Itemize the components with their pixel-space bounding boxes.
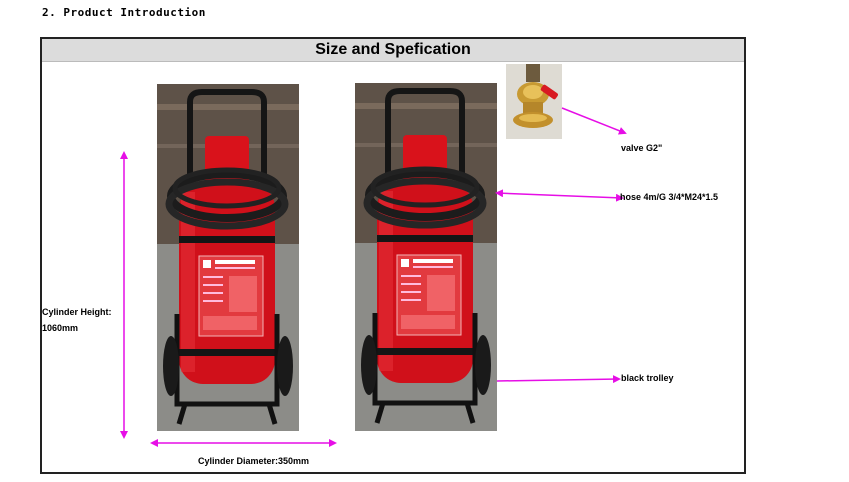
extinguisher-photo-left <box>157 84 299 431</box>
banner-title: Size and Spefication <box>42 39 744 62</box>
section-heading: 2. Product Introduction <box>42 6 206 19</box>
height-label-line2: 1060mm <box>42 323 79 333</box>
valve-pointer-arrow <box>561 107 627 135</box>
valve-label: valve G2" <box>621 143 663 153</box>
hose-pointer-arrow <box>495 189 624 202</box>
trolley-label: black trolley <box>621 373 674 383</box>
diameter-label: Cylinder Diameter:350mm <box>198 456 310 466</box>
hose-label: hose 4m/G 3/4*M24*1.5 <box>620 192 719 202</box>
valve-photo <box>506 64 562 139</box>
height-label-line1: Cylinder Height: <box>42 307 112 317</box>
extinguisher-photo-right <box>355 83 497 431</box>
trolley-pointer-arrow <box>496 375 621 384</box>
